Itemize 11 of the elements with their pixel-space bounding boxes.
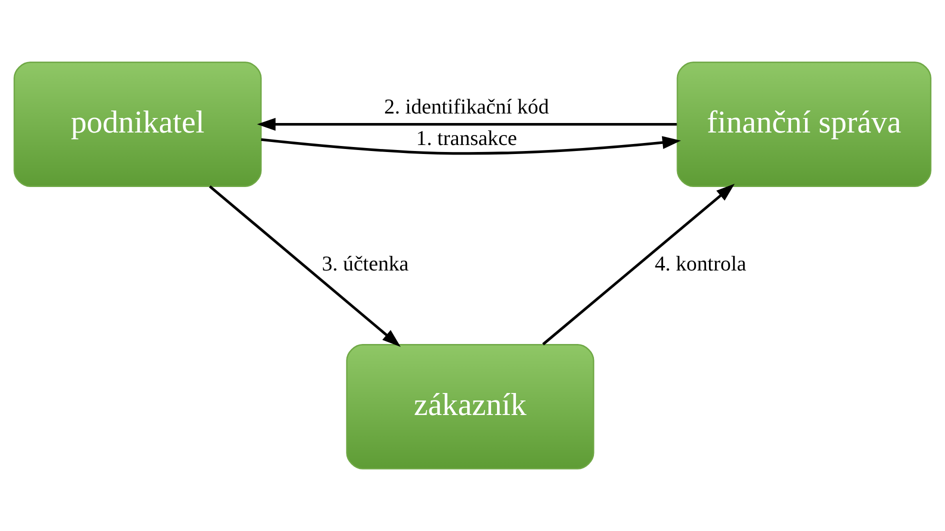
arrow [208, 185, 401, 347]
node-box: finanční správa [676, 62, 932, 187]
edge-label: 2. identifikační kód [384, 94, 549, 118]
arrow [260, 136, 681, 155]
edge-label: 4. kontrola [654, 252, 746, 276]
node-box: zákazník [346, 344, 594, 470]
edge-label: 3. účtenka [322, 252, 409, 276]
node-box: podnikatel [14, 62, 262, 187]
arrow [542, 184, 735, 346]
arrow [257, 118, 677, 131]
edge-label: 1. transakce [416, 126, 517, 150]
